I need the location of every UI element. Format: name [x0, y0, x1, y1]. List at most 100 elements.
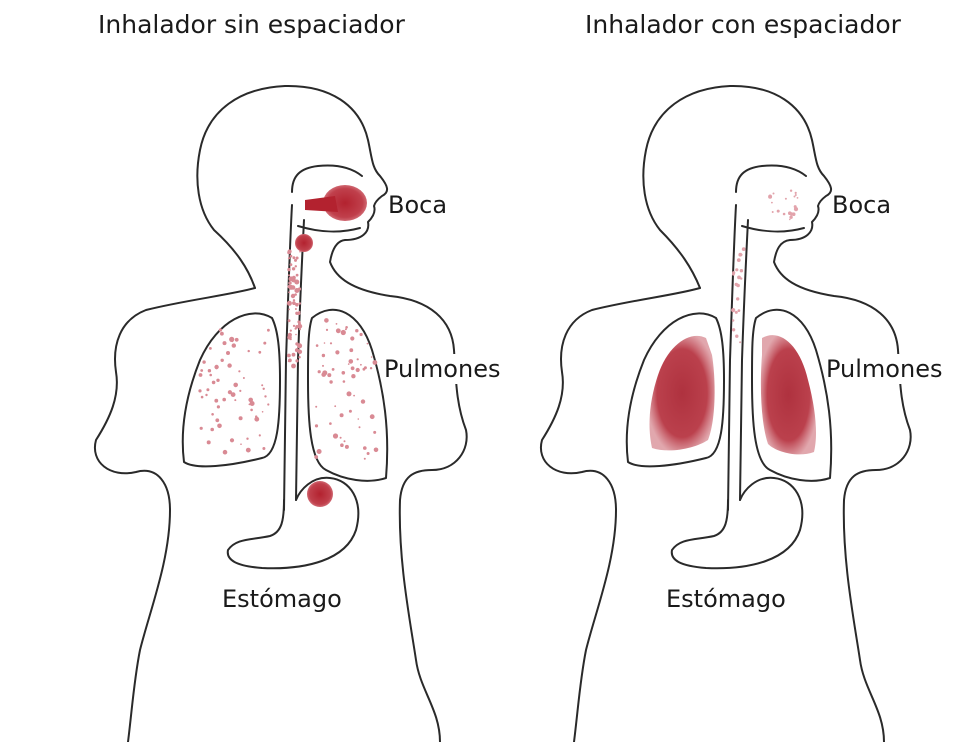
particle-dot — [370, 356, 373, 358]
particle-dot — [200, 395, 204, 399]
particle-dot — [794, 194, 797, 196]
particle-dot — [258, 350, 262, 354]
label-mouth-left: Boca — [388, 190, 448, 220]
particle-dot — [245, 447, 251, 453]
particle-dot — [211, 380, 216, 385]
particle-dot — [291, 352, 296, 357]
panel-title-right: Inhalador con espaciador — [585, 10, 901, 39]
particle-dot — [736, 258, 741, 262]
particle-dot — [343, 440, 346, 443]
particle-dot — [771, 211, 774, 213]
particle-dot — [363, 446, 367, 450]
particle-dot — [322, 364, 324, 367]
particle-dot — [206, 440, 211, 445]
particle-dot — [287, 257, 291, 260]
particle-dot — [288, 274, 290, 277]
particle-dot — [323, 342, 326, 344]
particle-dot — [229, 438, 235, 443]
particle-dot — [205, 393, 208, 397]
particle-dot — [739, 341, 742, 344]
particle-dot — [294, 327, 297, 330]
particle-dot — [209, 347, 212, 350]
particle-dot — [289, 329, 292, 332]
particle-dot — [206, 388, 210, 392]
particle-dot — [295, 359, 299, 363]
particle-dot — [768, 194, 773, 199]
left-throat-deposit — [295, 234, 313, 252]
particle-dot — [295, 273, 299, 277]
right-stomach — [670, 476, 804, 570]
particle-dot — [334, 405, 337, 408]
particle-dot — [737, 309, 741, 312]
particle-dot — [335, 350, 340, 355]
particle-dot — [264, 395, 267, 398]
particle-dot — [347, 363, 350, 365]
particle-dot — [292, 324, 296, 327]
particle-dot — [784, 197, 787, 200]
right-deposits — [649, 335, 816, 455]
right-body-outline — [642, 84, 912, 742]
particle-dot — [216, 378, 220, 382]
particle-dot — [298, 356, 301, 359]
particle-dot — [246, 437, 249, 440]
particle-dot — [348, 359, 354, 364]
particle-dot — [741, 247, 746, 252]
particle-dot — [340, 329, 346, 336]
particle-dot — [357, 418, 360, 420]
particle-dot — [238, 416, 243, 421]
particle-dot — [355, 329, 359, 333]
particle-dot — [254, 416, 260, 422]
particle-dot — [348, 409, 352, 413]
particle-dot — [314, 424, 319, 428]
right-body-outline-left — [539, 287, 701, 742]
particle-dot — [234, 399, 237, 402]
particle-dot — [373, 430, 377, 434]
label-stomach-right: Estómago — [666, 584, 786, 614]
particle-dot — [360, 363, 362, 366]
particle-dot — [227, 363, 232, 368]
particle-dot — [298, 310, 301, 313]
particle-dot — [329, 380, 333, 384]
particle-dot — [289, 254, 293, 258]
left-lung-outline-l — [181, 312, 281, 468]
label-lungs-right: Pulmones — [826, 354, 943, 384]
particle-dot — [229, 336, 235, 342]
particle-dot — [317, 370, 321, 374]
particle-dot — [198, 373, 203, 377]
particle-dot — [291, 363, 296, 369]
particle-dot — [314, 455, 319, 459]
particle-dot — [222, 341, 227, 346]
particle-dot — [297, 343, 303, 349]
particle-dot — [329, 342, 333, 345]
particle-dot — [289, 263, 293, 266]
particle-dot — [353, 394, 355, 397]
particle-dot — [788, 211, 792, 215]
particle-dot — [218, 328, 222, 332]
particle-dot — [295, 256, 299, 260]
particle-dot — [339, 413, 344, 418]
particle-dot — [287, 319, 291, 323]
particle-dot — [287, 335, 292, 340]
particle-dot — [363, 457, 366, 460]
label-lungs-left: Pulmones — [384, 354, 501, 384]
particle-dot — [222, 397, 226, 402]
particle-dot — [732, 319, 735, 322]
particle-dot — [220, 331, 224, 336]
particle-dot — [734, 310, 738, 314]
particle-dot — [288, 291, 290, 294]
particle-dot — [794, 191, 797, 194]
particle-dot — [355, 367, 360, 373]
particle-dot — [297, 323, 303, 329]
particle-dot — [267, 328, 270, 332]
particle-dot — [369, 367, 373, 370]
particle-dot — [261, 384, 264, 387]
particle-dot — [294, 258, 297, 262]
particle-dot — [366, 452, 370, 455]
particle-dot — [369, 414, 375, 420]
particle-dot — [291, 267, 296, 271]
particle-dot — [233, 382, 238, 388]
particle-dot — [736, 297, 740, 301]
particle-dot — [322, 370, 328, 376]
particle-dot — [209, 373, 212, 377]
